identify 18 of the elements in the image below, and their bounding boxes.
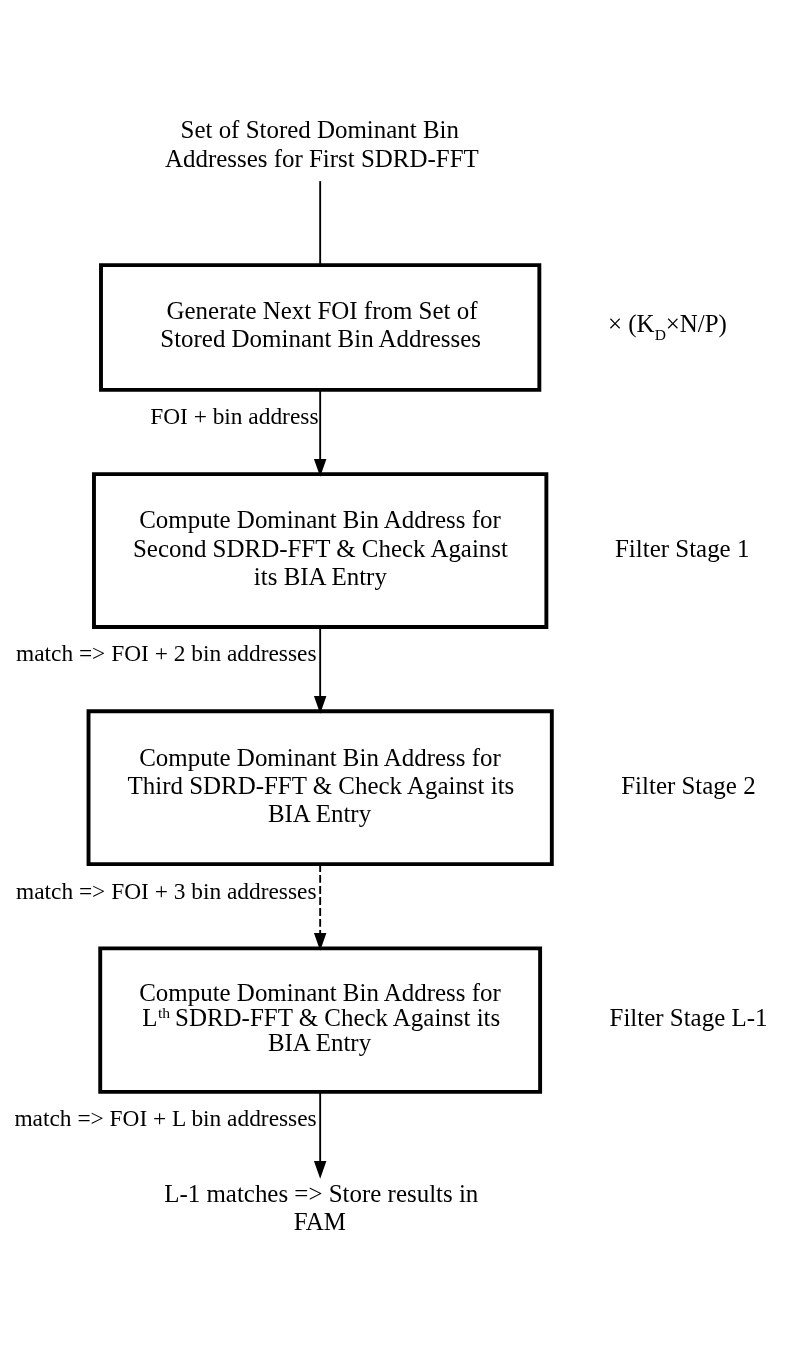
node-text: Set of Stored Dominant Bin Addresses for First SDRD-FFT [164, 115, 479, 172]
node-label: × (K$_{D}$×N/P) [607, 309, 727, 343]
connector [319, 179, 322, 266]
edge-label: match => FOI + L bin addresses [14, 1104, 317, 1131]
node-label: Filter Stage L-1 [609, 1003, 768, 1031]
arrow [313, 1090, 327, 1179]
node-box: Compute Dominant Bin Address for L$^{th}$ SDRD-FFT & Check Against its BIA Entry [98, 945, 543, 1094]
edge-label: match => FOI + 2 bin addresses [15, 639, 317, 666]
node-box: Generate Next FOI from Set of Stored Dominant Bin Addresses [99, 262, 542, 392]
node-label: Filter Stage 1 [615, 534, 750, 562]
edge-label: match => FOI + 3 bin addresses [15, 877, 317, 903]
edge-label: FOI + bin address [150, 402, 319, 429]
arrow [313, 388, 327, 477]
node-box: Compute Dominant Bin Address for Second SDRD-FFT & Check Against its BIA Entry [92, 471, 549, 629]
node-text: L-1 matches => Store results in FAM [164, 1179, 479, 1235]
node-box: Compute Dominant Bin Address for Third SDRD-FFT & Check Against its BIA Entry [86, 708, 554, 866]
arrow [313, 626, 327, 714]
node-label: Filter Stage 2 [621, 771, 756, 799]
